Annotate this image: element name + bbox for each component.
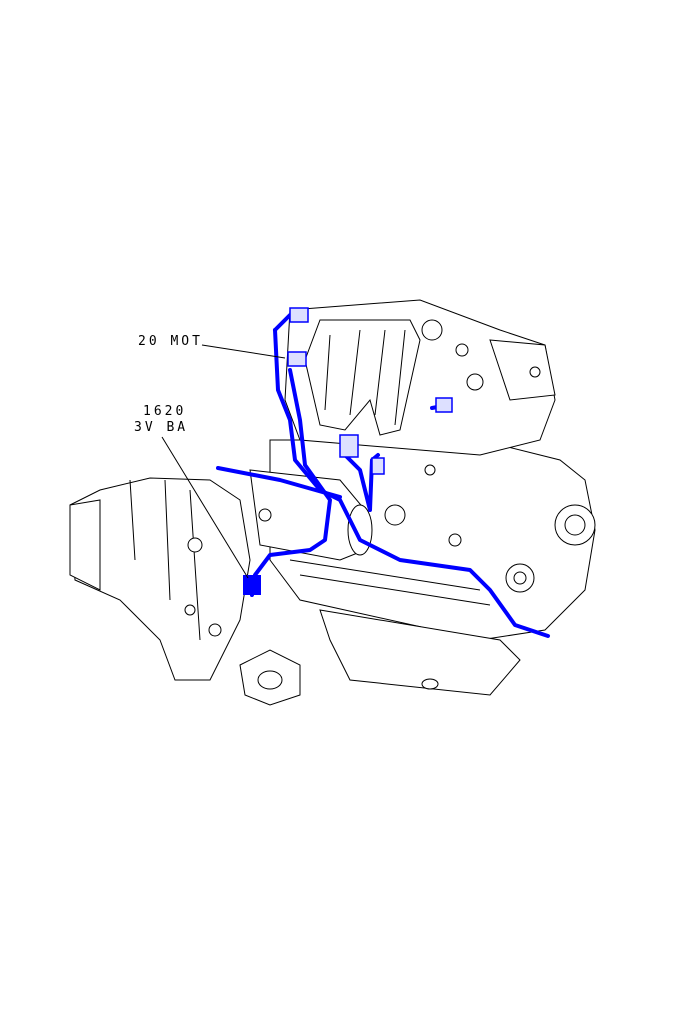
- connector-1620: [243, 575, 261, 595]
- starter-motor: [249, 469, 373, 561]
- intake-manifold: [304, 319, 421, 436]
- connector: [371, 457, 385, 475]
- leader-line-20-mot: [201, 344, 286, 359]
- leader-line-1620: [161, 436, 249, 579]
- wiring-harness: [216, 307, 550, 638]
- connector: [287, 351, 307, 367]
- label-3v-ba: 3V BA: [134, 420, 189, 435]
- exhaust-flange: [239, 649, 301, 706]
- connector: [339, 434, 359, 458]
- connector: [289, 307, 309, 323]
- label-20-mot: 20 MOT: [138, 334, 203, 349]
- connector: [435, 397, 453, 413]
- label-1620: 1620: [143, 404, 187, 419]
- engine-block: [269, 439, 596, 696]
- gearbox: [69, 477, 251, 681]
